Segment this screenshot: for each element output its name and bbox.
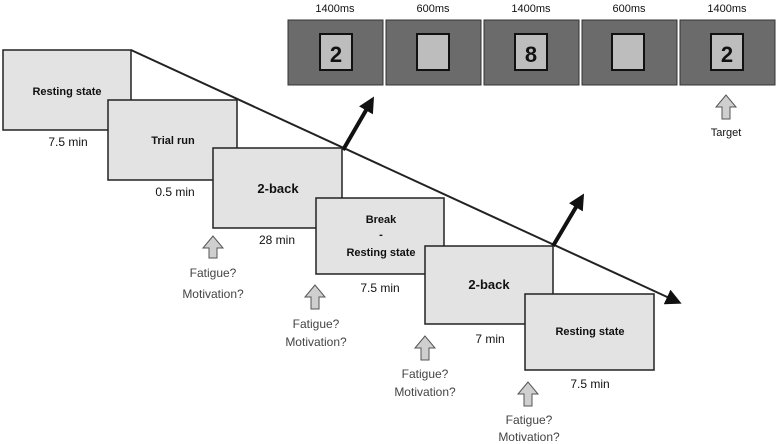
panel-time: 1400ms [511, 3, 551, 15]
stimulus-square [611, 33, 645, 71]
stage-duration: 7.5 min [48, 135, 87, 149]
stage-label: Resting state [32, 86, 101, 98]
stimulus-square [319, 33, 353, 71]
panel-time: 600ms [612, 3, 646, 15]
stimulus-digit: 8 [525, 42, 537, 67]
timeline-arrow [130, 49, 682, 305]
question-group-1: Fatigue? Motivation? [182, 235, 244, 301]
stimulus-digit: 2 [721, 42, 733, 67]
stimulus-square [710, 33, 744, 71]
question-group-2: Fatigue? Motivation? [285, 284, 347, 349]
stage-duration: 0.5 min [155, 185, 194, 199]
stage-duration: 7 min [475, 332, 504, 346]
up-arrow-icon [201, 235, 225, 259]
stimulus-digit: 2 [330, 42, 342, 67]
stage-resting-state-2: Resting state [524, 293, 655, 371]
motivation-question: Motivation? [394, 385, 456, 399]
task-sequence: 1400ms 2 600ms 1400ms 8 600ms 1400ms 2 T… [287, 3, 776, 139]
motivation-question: Motivation? [498, 430, 560, 444]
up-arrow-icon [303, 284, 327, 310]
stage-duration: 28 min [259, 233, 295, 247]
stage-duration: 7.5 min [570, 377, 609, 391]
stage-label: 2-back [468, 277, 510, 292]
motivation-question: Motivation? [285, 335, 347, 349]
stage-label-line: Resting state [346, 247, 415, 259]
pointer-arrow-2 [551, 193, 585, 248]
fatigue-question: Fatigue? [506, 413, 553, 427]
stage-duration: 7.5 min [360, 281, 399, 295]
panel-time: 1400ms [315, 3, 355, 15]
stage-label: Trial run [151, 135, 195, 147]
stage-label-line: - [379, 229, 383, 241]
up-arrow-icon [516, 381, 540, 407]
stage-label: 2-back [257, 181, 299, 196]
motivation-question: Motivation? [182, 287, 244, 301]
panel-time: 600ms [416, 3, 450, 15]
stage-break-resting-state: Break - Resting state [315, 197, 445, 275]
stage-label: Resting state [555, 326, 624, 338]
question-group-4: Fatigue? Motivation? [498, 381, 560, 444]
panel-time: 1400ms [707, 3, 747, 15]
question-group-3: Fatigue? Motivation? [394, 335, 456, 399]
target-label: Target [711, 127, 742, 139]
fatigue-question: Fatigue? [402, 367, 449, 381]
stage-label-line: Break [366, 214, 397, 226]
fatigue-question: Fatigue? [293, 317, 340, 331]
target-up-arrow-icon [714, 94, 738, 120]
fatigue-question: Fatigue? [190, 266, 237, 280]
stimulus-square [514, 33, 548, 71]
stimulus-square [416, 33, 450, 71]
up-arrow-icon [413, 335, 437, 361]
pointer-arrow-1 [341, 96, 375, 152]
